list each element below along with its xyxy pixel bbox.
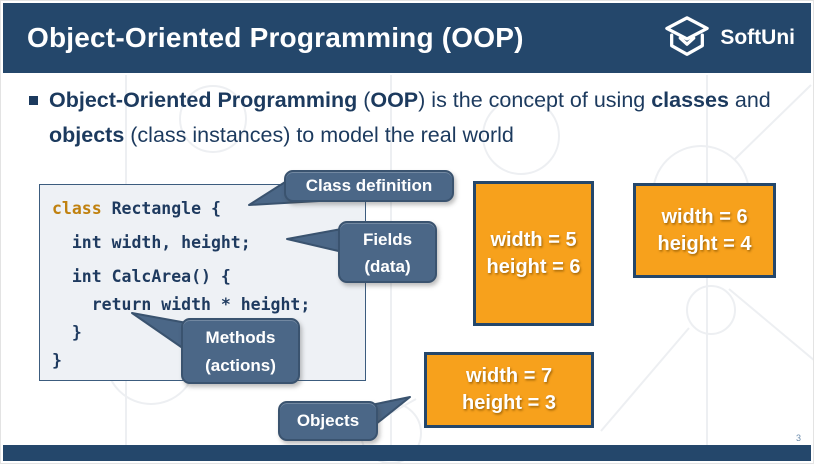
callout-label: Fields (362, 230, 413, 249)
bullet-paragraph: Object-Oriented Programming (OOP) is the… (29, 83, 791, 153)
callout-label: (actions) (205, 356, 276, 375)
bullet-text-segment: ) is the concept of using (418, 88, 652, 112)
callout-label: (data) (364, 257, 411, 276)
instance-box-3: width = 7 height = 3 (424, 352, 594, 428)
bullet-text-segment: objects (49, 123, 125, 147)
header-bar: Object-Oriented Programming (OOP) SoftUn… (3, 3, 811, 73)
callout-label: Objects (296, 411, 360, 430)
bullet-square-icon (29, 96, 38, 105)
code-line: } (52, 323, 82, 342)
callout-label: Class definition (305, 176, 433, 195)
softuni-cube-icon (665, 16, 710, 56)
instance-width-value: width = 7 (465, 365, 553, 387)
callout-class-definition: Class definition (284, 170, 454, 202)
callout-objects: Objects (278, 401, 378, 441)
callout-label: Methods (205, 328, 276, 347)
bullet-text-segment: OOP (370, 88, 419, 112)
instance-height-value: height = 4 (657, 232, 752, 255)
footer-bar (3, 445, 811, 461)
softuni-logo-text: SoftUni (720, 26, 795, 49)
page-number: 3 (795, 433, 801, 443)
bullet-text-segment: classes (651, 88, 729, 112)
instance-width-value: width = 5 (490, 228, 577, 251)
slide-title: Object-Oriented Programming (OOP) (27, 22, 524, 53)
code-line: int width, height; (52, 233, 251, 252)
instance-height-value: height = 6 (486, 255, 581, 278)
instance-width-value: width = 6 (661, 205, 748, 228)
code-line-text: Rectangle { (101, 199, 221, 218)
softuni-logo: SoftUni (664, 15, 795, 61)
bullet-text-segment: and (728, 88, 771, 112)
code-line: return width * height; (52, 295, 311, 314)
callout-methods: Methods (actions) (181, 318, 300, 384)
bullet-text-segment: ( (357, 88, 371, 112)
code-line: class Rectangle { (52, 195, 365, 229)
code-line: } (52, 351, 62, 370)
instance-height-value: height = 3 (462, 392, 556, 414)
instance-box-1: width = 5 height = 6 (473, 181, 594, 326)
bullet-text-segment: (class instances) to model the real worl… (124, 123, 514, 147)
code-line: int CalcArea() { (52, 267, 231, 286)
bullet-text-segment: Object-Oriented Programming (49, 88, 358, 112)
callout-fields: Fields (data) (338, 221, 437, 283)
code-keyword: class (52, 199, 102, 218)
instance-box-2: width = 6 height = 4 (633, 183, 776, 278)
